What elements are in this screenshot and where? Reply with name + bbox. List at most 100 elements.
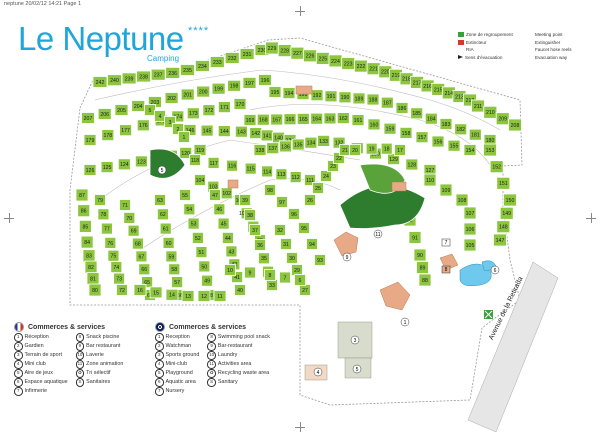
lot-number: 199	[214, 87, 223, 93]
lot-81: 81	[86, 272, 100, 286]
lot-shape	[349, 144, 361, 156]
lot-52: 52	[191, 231, 204, 244]
lot-number: 29	[294, 268, 300, 274]
lot-shape	[179, 189, 191, 201]
lot-155: 155	[447, 139, 461, 152]
uk-flag-icon	[155, 322, 165, 332]
marker-8-snack: 8	[441, 265, 451, 274]
lot-shape	[387, 153, 401, 166]
lot-19: 19	[365, 142, 378, 155]
lot-number: 234	[198, 64, 207, 70]
lot-shape	[127, 224, 140, 237]
service-number-badge: 5	[155, 369, 164, 378]
lot-71: 71	[119, 199, 131, 211]
lot-179: 179	[83, 134, 97, 146]
lot-number: 46	[216, 207, 222, 213]
service-label: Bar restaurant	[86, 343, 121, 349]
lot-182: 182	[454, 123, 468, 136]
lot-47: 47	[209, 189, 221, 201]
lot-shape	[104, 236, 117, 249]
lot-number: 220	[381, 70, 390, 76]
lot-shape	[225, 245, 238, 258]
lot-22: 22	[333, 152, 345, 164]
logo-subtitle: Camping	[147, 54, 180, 63]
lot-shape	[253, 144, 267, 156]
lot-number: 178	[103, 133, 112, 139]
print-header: neptune 20/02/12 14:21 Page 1	[4, 1, 82, 7]
lot-63: 63	[154, 194, 166, 206]
lot-79: 79	[94, 194, 106, 206]
lot-number: 170	[236, 102, 245, 108]
lot-shape	[410, 107, 424, 120]
service-label: Mini club	[24, 361, 46, 367]
svg-text:5: 5	[356, 367, 359, 373]
lot-number: 203	[151, 100, 160, 106]
lot-number: 145	[203, 128, 212, 134]
lot-shape	[154, 194, 166, 206]
lot-188: 188	[366, 93, 380, 106]
lot-number: 117	[209, 161, 217, 167]
lot-72: 72	[116, 284, 128, 296]
lot-shape	[338, 91, 352, 104]
legend-fr-1: Extincteur	[466, 39, 487, 45]
service-label: Sanitaires	[86, 379, 111, 385]
service-label: Réception	[24, 334, 49, 340]
lot-149: 149	[499, 206, 514, 220]
lot-94: 94	[306, 238, 318, 250]
lot-number: 201	[183, 92, 192, 98]
lot-shape	[187, 217, 200, 230]
lot-number: 196	[261, 78, 270, 84]
lot-178: 178	[101, 129, 115, 142]
lot-109: 109	[439, 183, 453, 197]
lot-shape	[352, 92, 366, 105]
lot-shape	[298, 222, 310, 234]
service-number-badge: 10	[207, 351, 216, 360]
lot-shape	[136, 70, 152, 83]
lot-198: 198	[227, 79, 242, 92]
lot-shape	[282, 87, 296, 99]
lot-123: 123	[134, 155, 148, 168]
lot-number: 119	[196, 148, 204, 154]
lot-number: 50	[201, 264, 207, 270]
svg-text:3: 3	[354, 338, 357, 344]
lot-shape	[131, 237, 144, 250]
lot-number: 188	[369, 97, 378, 103]
lot-shape	[275, 168, 288, 181]
lot-shape	[209, 189, 221, 201]
lot-29: 29	[291, 264, 303, 276]
legend-fr-0: Zone de regroupement	[466, 32, 513, 37]
lot-116: 116	[226, 159, 239, 172]
lot-98: 98	[264, 184, 276, 196]
services-en-title: Commerces & services	[169, 323, 247, 331]
lot-shape	[413, 248, 427, 262]
lot-number: 94	[309, 242, 315, 248]
lot-shape	[280, 238, 292, 250]
lot-176: 176	[136, 119, 150, 132]
lot-shape	[296, 113, 310, 125]
lot-number: 206	[100, 112, 109, 118]
lot-89: 89	[416, 261, 429, 274]
lot-number: 111	[306, 178, 314, 184]
lot-202: 202	[164, 92, 179, 104]
lot-number: 25	[315, 186, 321, 192]
lot-shape	[454, 123, 468, 136]
lot-111: 111	[304, 174, 316, 186]
lot-number: 155	[450, 144, 459, 150]
lot-20: 20	[349, 144, 361, 156]
lot-158: 158	[399, 127, 413, 139]
lot-number: 36	[257, 243, 263, 249]
lot-number: 52	[195, 236, 201, 242]
lot-192: 192	[310, 89, 324, 102]
lot-number: 190	[341, 95, 350, 101]
lot-shape	[323, 112, 337, 125]
lot-86: 86	[77, 204, 91, 218]
lot-number: 59	[169, 254, 175, 260]
lot-number: 44	[225, 236, 231, 242]
